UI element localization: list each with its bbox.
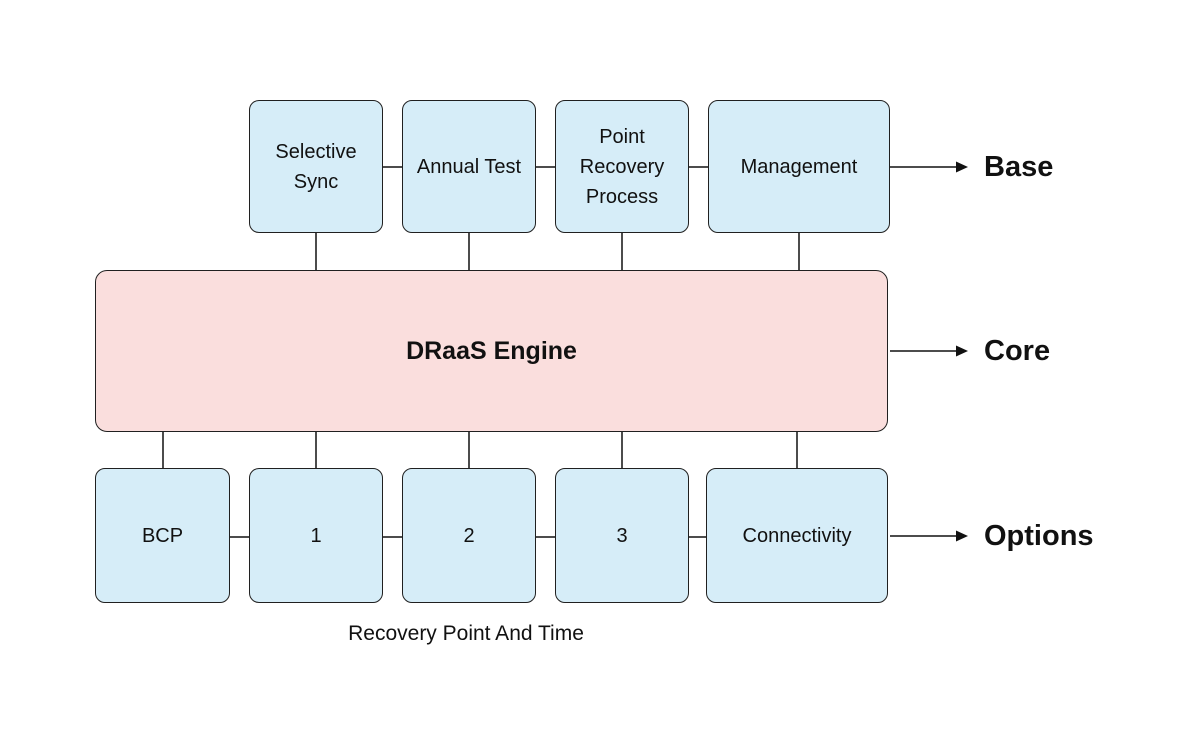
node-bcp: BCP — [95, 468, 230, 603]
node-draas-engine: DRaaS Engine — [95, 270, 888, 432]
row-label-core: Core — [984, 335, 1051, 367]
node-recovery-point-1: 1 — [249, 468, 383, 603]
engine-label: DRaaS Engine — [406, 336, 577, 365]
node-label: Selective Sync — [275, 140, 357, 193]
node-label: Point Recovery Process — [579, 125, 665, 208]
node-point-recovery-process: Point Recovery Process — [555, 100, 689, 233]
node-label: BCP — [141, 524, 184, 547]
node-selective-sync: Selective Sync — [249, 100, 383, 233]
core-arrow-icon — [890, 345, 968, 357]
node-recovery-point-2: 2 — [402, 468, 536, 603]
node-label: Connectivity — [742, 524, 852, 547]
caption: Recovery Point And Time — [348, 622, 584, 645]
options-arrow-icon — [890, 530, 968, 542]
row-label-options: Options — [984, 520, 1094, 552]
node-label: 1 — [310, 524, 322, 547]
node-recovery-point-3: 3 — [555, 468, 689, 603]
row-label-base: Base — [984, 151, 1054, 183]
node-annual-test: Annual Test — [402, 100, 536, 233]
node-connectivity: Connectivity — [706, 468, 888, 603]
base-arrow-icon — [890, 161, 968, 173]
node-label: 3 — [616, 524, 628, 547]
node-label: 2 — [463, 524, 475, 547]
node-label: Annual Test — [416, 155, 522, 178]
node-management: Management — [708, 100, 890, 233]
node-label: Management — [740, 155, 858, 178]
